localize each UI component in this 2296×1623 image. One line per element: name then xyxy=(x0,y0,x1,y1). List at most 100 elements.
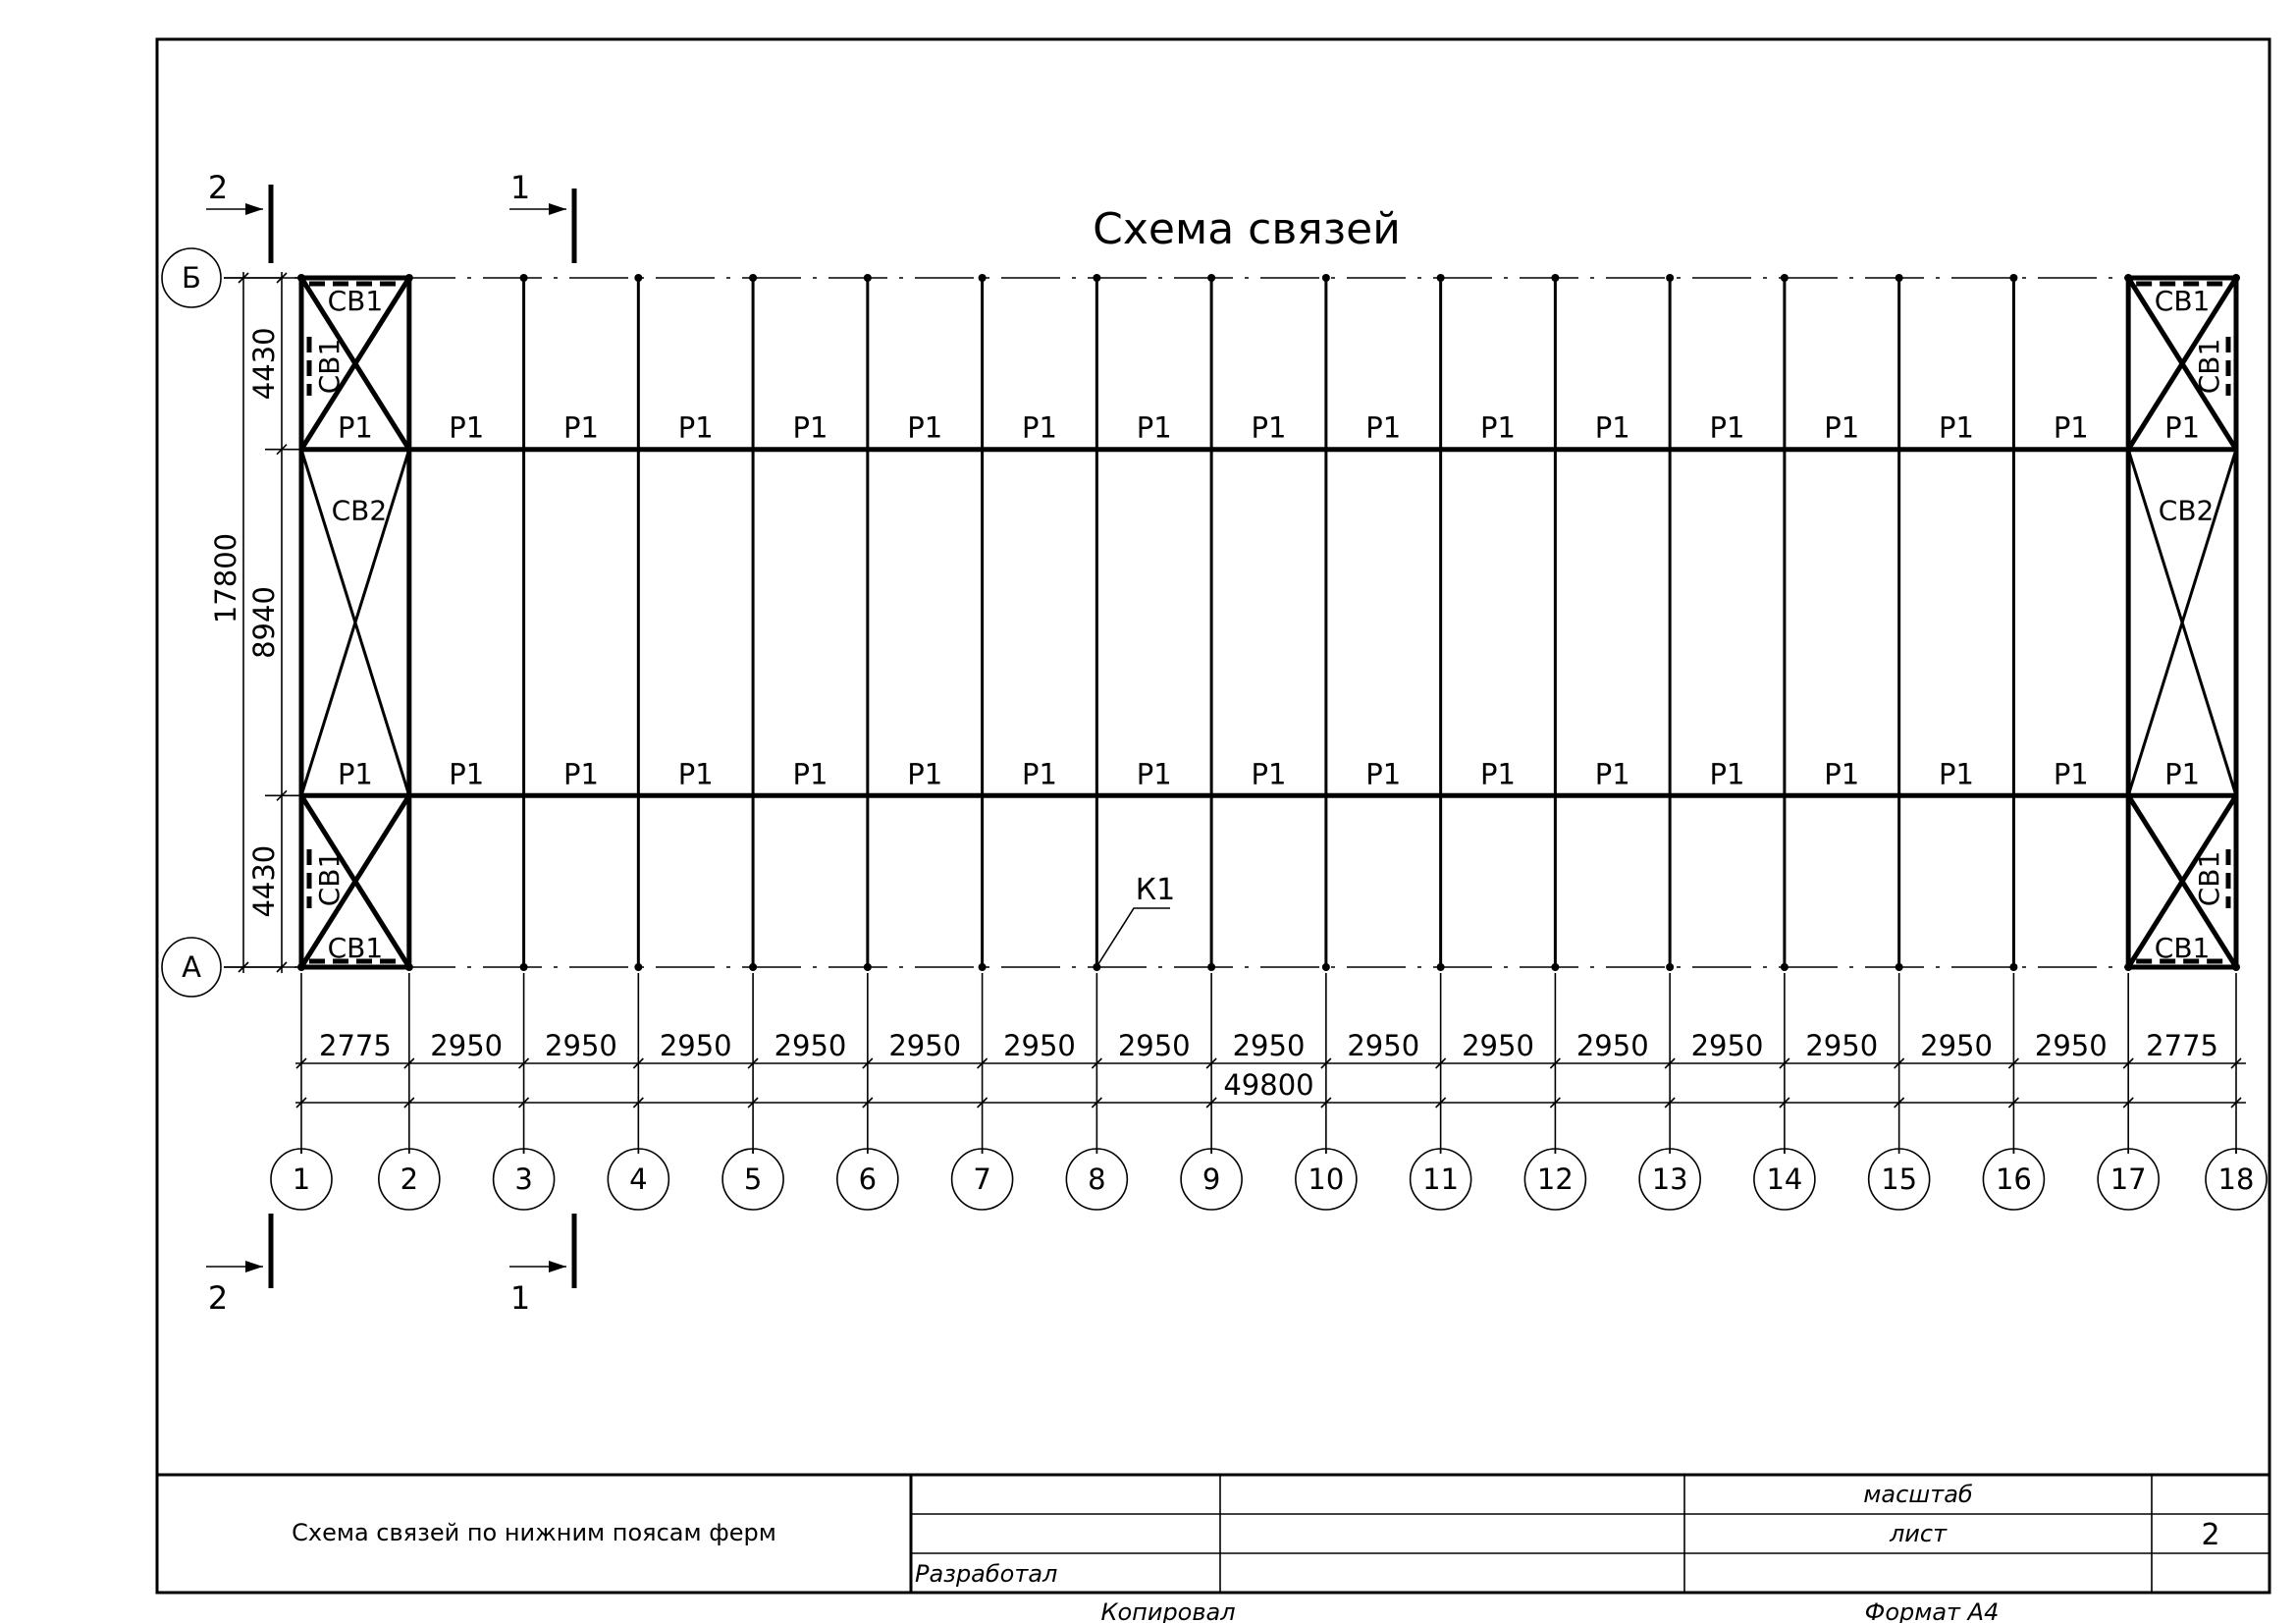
dim-tick xyxy=(1205,1097,1217,1109)
bay-dimension: 2950 xyxy=(1003,1029,1076,1062)
column-axis-label: 17 xyxy=(2110,1163,2147,1196)
dim-tick xyxy=(1664,1057,1676,1069)
bay-dimension: 2950 xyxy=(1462,1029,1534,1062)
column-node xyxy=(1093,274,1101,282)
section-arrowhead xyxy=(245,203,263,215)
dim-tick xyxy=(977,1097,988,1109)
column-node xyxy=(2009,274,2018,282)
dim-tick xyxy=(977,1057,988,1069)
strut-label: Р1 xyxy=(1824,411,1859,445)
column-axis-bubble xyxy=(1523,1148,1587,1211)
column-node xyxy=(1666,274,1675,282)
column-axis-bubble xyxy=(836,1148,899,1211)
column-node xyxy=(1780,963,1789,971)
column-node xyxy=(749,963,758,971)
dim-tick xyxy=(1320,1097,1332,1109)
column-axis-label: 3 xyxy=(514,1163,532,1196)
bay-dimension: 2950 xyxy=(774,1029,847,1062)
column-axis-bubble xyxy=(378,1148,441,1211)
strut-label: Р1 xyxy=(1365,757,1401,790)
column-node xyxy=(978,274,987,282)
dim-tick xyxy=(518,1057,530,1069)
column-axis-label: 12 xyxy=(1537,1163,1574,1196)
section-label: 2 xyxy=(208,169,228,206)
scale-label: масштаб xyxy=(1863,1481,1973,1508)
bay-dimension: 2950 xyxy=(888,1029,961,1062)
brace-diagonal xyxy=(2126,449,2238,796)
brace-label: СВ1 xyxy=(328,285,384,317)
strut-label: Р1 xyxy=(907,757,942,790)
dim-tick xyxy=(632,1057,644,1069)
bay-dimension: 2775 xyxy=(319,1029,392,1062)
dim-tick xyxy=(632,1097,644,1109)
dim-tick xyxy=(2122,1097,2134,1109)
dim-tick xyxy=(2007,1097,2019,1109)
brace-diagonal xyxy=(299,449,411,796)
brace-label: СВ1 xyxy=(313,851,346,907)
column-axis-label: 10 xyxy=(1308,1163,1344,1196)
column-axis-bubble xyxy=(2097,1148,2160,1211)
brace-diagonal xyxy=(2126,276,2239,452)
column-axis-label: 8 xyxy=(1088,1163,1105,1196)
bay-dimension: 2950 xyxy=(1118,1029,1191,1062)
column-axis-label: 16 xyxy=(1996,1163,2032,1196)
dim-tick xyxy=(1894,1097,1905,1109)
column-node xyxy=(1666,963,1675,971)
dim-tick xyxy=(295,1097,307,1109)
member-labels: СВ1СВ1СВ1СВ1СВ2СВ1СВ1СВ1СВ1СВ2Р1Р1Р1Р1Р1… xyxy=(313,285,2225,964)
section-label: 2 xyxy=(208,1279,228,1317)
brace-label: СВ2 xyxy=(332,495,388,527)
column-axis-bubble xyxy=(1295,1148,1358,1211)
dim-tick xyxy=(747,1057,759,1069)
strut-label: Р1 xyxy=(1939,411,1974,445)
strut-label: Р1 xyxy=(1252,411,1287,445)
sheet-number: 2 xyxy=(2201,1518,2219,1552)
bay-dimension: 2950 xyxy=(430,1029,503,1062)
dim-tick xyxy=(862,1057,874,1069)
column-axis-bubble xyxy=(492,1148,556,1211)
strut-label: Р1 xyxy=(449,411,484,445)
strut-label: Р1 xyxy=(338,411,373,445)
structural-frame xyxy=(297,274,2240,971)
vertical-dimension: 8940 xyxy=(247,586,281,659)
dim-tick xyxy=(747,1097,759,1109)
column-axis-bubble xyxy=(1065,1148,1129,1211)
strut-label: Р1 xyxy=(1137,757,1172,790)
cross-bracing xyxy=(298,276,2239,969)
section-label: 1 xyxy=(510,169,530,206)
dim-tick xyxy=(1779,1097,1790,1109)
bay-dimension: 2950 xyxy=(1233,1029,1306,1062)
brace-label: СВ1 xyxy=(2193,851,2225,907)
column-axis-bubble xyxy=(1867,1148,1931,1211)
column-node xyxy=(1321,963,1330,971)
strut-label: Р1 xyxy=(792,757,828,790)
dim-tick xyxy=(1664,1097,1676,1109)
strut-label: Р1 xyxy=(678,757,714,790)
strut-label: Р1 xyxy=(2054,757,2089,790)
brace-diagonal xyxy=(298,276,411,452)
dim-tick xyxy=(295,1057,307,1069)
column-axis-label: 18 xyxy=(2218,1163,2255,1196)
column-node xyxy=(634,274,643,282)
column-node xyxy=(1207,963,1216,971)
strut-label: Р1 xyxy=(1824,757,1859,790)
strut-label: Р1 xyxy=(1710,757,1745,790)
strut-label: Р1 xyxy=(907,411,942,445)
strut-label: Р1 xyxy=(563,757,599,790)
column-node xyxy=(1895,274,1903,282)
developed-label: Разработал xyxy=(915,1560,1057,1588)
column-node xyxy=(1551,274,1560,282)
column-axis-bubble xyxy=(950,1148,1014,1211)
dim-tick xyxy=(2007,1057,2019,1069)
column-axis-label: 6 xyxy=(859,1163,877,1196)
brace-label: СВ1 xyxy=(2155,932,2211,964)
strut-label: Р1 xyxy=(563,411,599,445)
sheet-label: лист xyxy=(1889,1520,1948,1547)
dim-tick xyxy=(1320,1057,1332,1069)
bay-dimension: 2950 xyxy=(1347,1029,1419,1062)
column-axis-label: 11 xyxy=(1422,1163,1459,1196)
column-axis-label: 14 xyxy=(1766,1163,1802,1196)
brace-diagonal xyxy=(298,793,411,969)
